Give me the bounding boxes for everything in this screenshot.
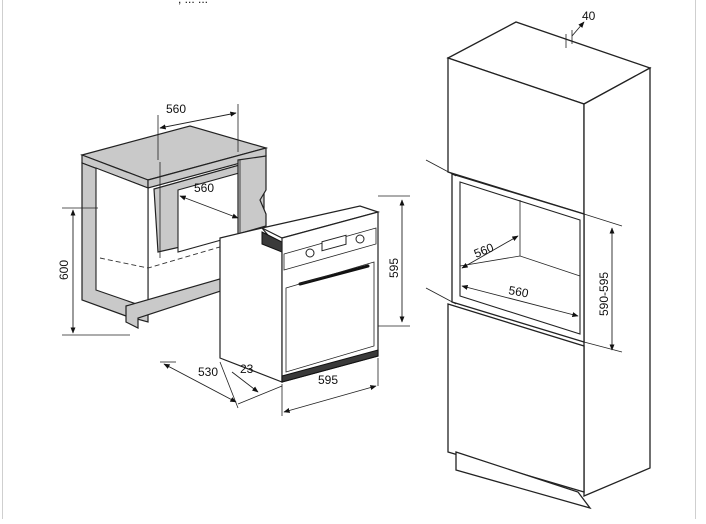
left-dimensions: 560 560 600	[57, 102, 241, 336]
built-in-cabinet	[80, 125, 269, 329]
dim-line-niche-width	[461, 284, 579, 318]
dim-line-top-gap	[571, 21, 585, 37]
right-frame-border	[695, 0, 696, 519]
label-top-gap: 40	[582, 9, 596, 23]
dim-line-oven-depth	[163, 363, 237, 403]
tower-lower-door	[447, 303, 585, 493]
oven-bottom-strip	[281, 349, 379, 383]
label-cabinet-depth: 560	[194, 181, 214, 195]
oven-side-panel	[219, 227, 283, 383]
label-oven-height: 595	[387, 258, 401, 278]
door-handle-icon	[298, 264, 370, 286]
label-oven-width: 595	[318, 373, 338, 387]
caption-fragment: , ... ...	[178, 0, 208, 6]
dim-line-cabinet-depth	[179, 195, 239, 219]
dim-line-niche-depth	[461, 235, 519, 269]
label-cabinet-width: 560	[166, 102, 186, 116]
label-niche-height: 590-595	[597, 272, 611, 316]
label-oven-depth: 530	[198, 365, 218, 379]
left-knob-icon	[305, 248, 315, 258]
dim-line-door-offset	[231, 371, 259, 393]
oven-dimensions: 595 595 530 23	[160, 195, 410, 416]
cabinet-dashed-shelf	[99, 243, 231, 269]
display-icon	[321, 234, 347, 252]
label-door-offset: 23	[240, 362, 254, 376]
dim-line-cabinet-width	[159, 111, 237, 130]
tower-plinth	[455, 451, 592, 510]
oven-window	[285, 261, 375, 373]
tower-cabinet	[446, 21, 652, 510]
cabinet-opening	[95, 167, 149, 309]
dim-line-oven-width	[283, 385, 377, 413]
label-cabinet-height: 600	[57, 260, 71, 280]
left-frame-border	[2, 0, 3, 519]
tower-right-side	[583, 66, 651, 497]
right-knob-icon	[355, 234, 365, 244]
cabinet-right-post	[237, 155, 267, 235]
label-niche-width: 560	[507, 283, 529, 300]
oven	[219, 205, 381, 383]
